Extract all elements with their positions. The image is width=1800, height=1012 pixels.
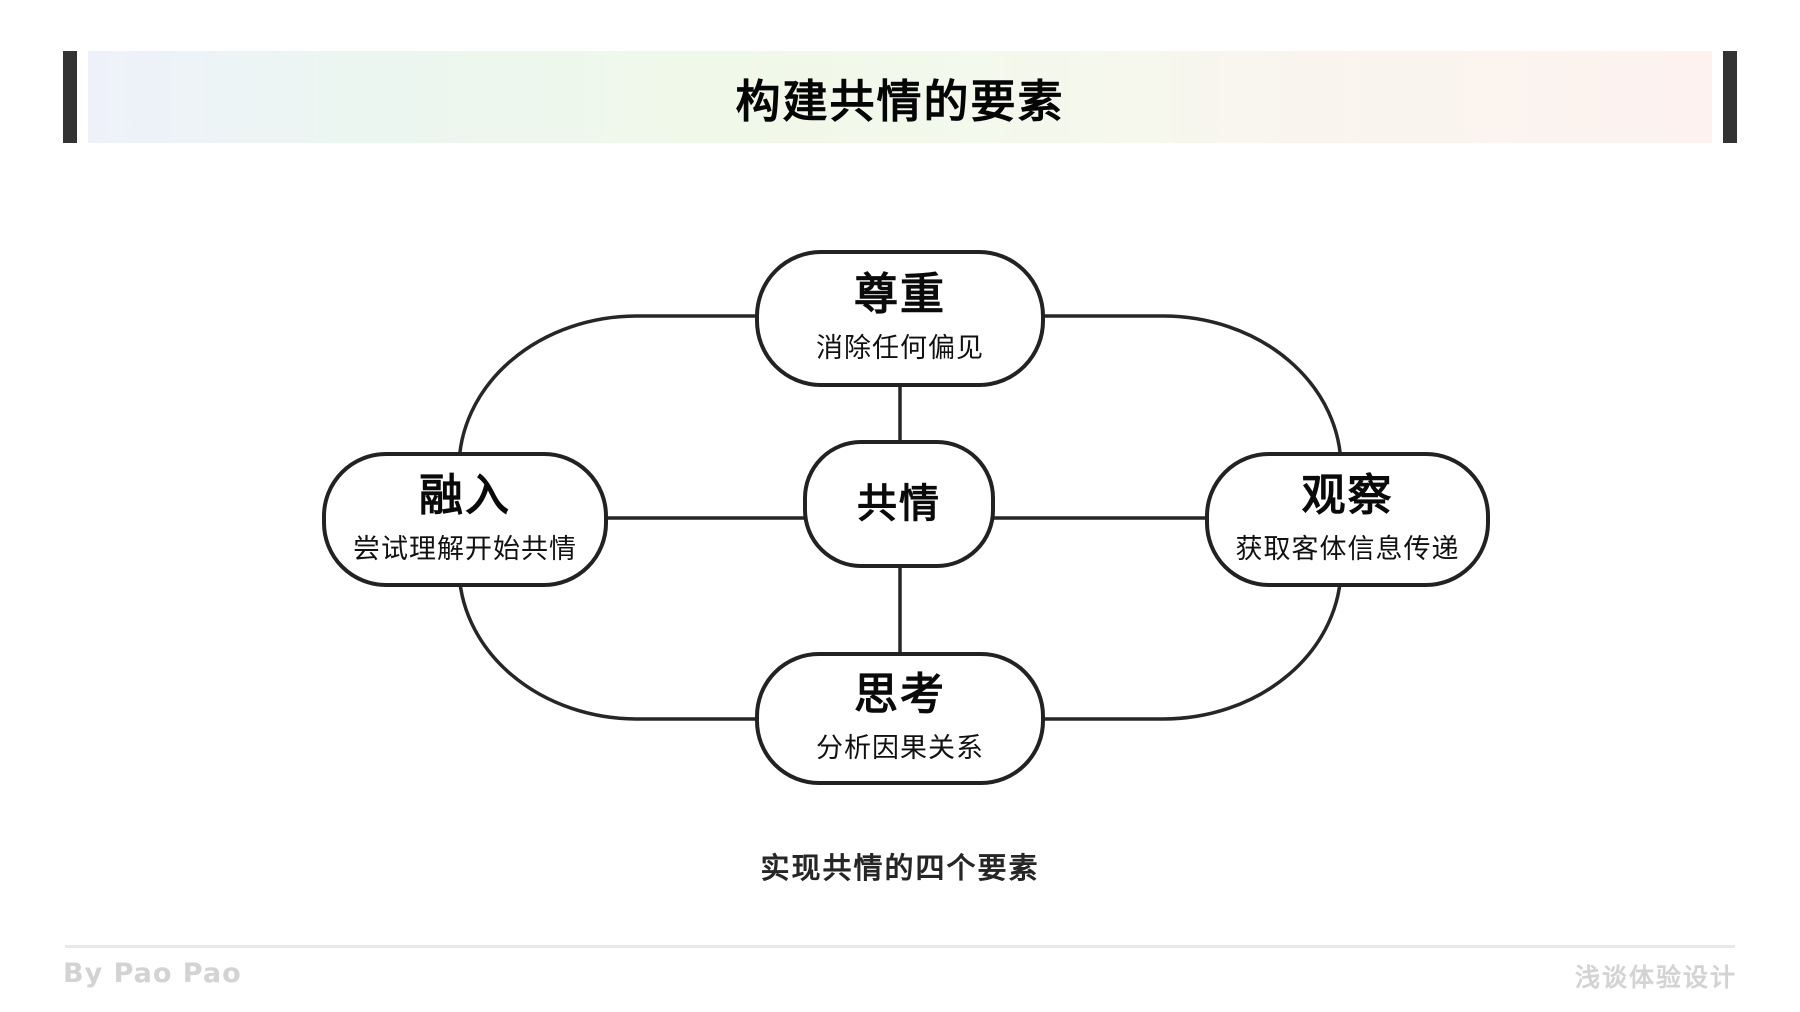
node-respect-subtitle: 消除任何偏见 bbox=[816, 332, 984, 364]
node-think-subtitle: 分析因果关系 bbox=[816, 732, 984, 764]
footer-brand: 浅谈体验设计 bbox=[1574, 963, 1737, 992]
node-empathy-title: 共情 bbox=[857, 481, 941, 527]
node-observe-subtitle: 获取客体信息传递 bbox=[1235, 533, 1460, 565]
node-integrate-subtitle: 尝试理解开始共情 bbox=[353, 533, 577, 565]
node-integrate[interactable]: 融入 尝试理解开始共情 bbox=[322, 452, 608, 587]
node-observe-title: 观察 bbox=[1301, 470, 1394, 522]
node-think[interactable]: 思考 分析因果关系 bbox=[755, 652, 1045, 785]
node-integrate-title: 融入 bbox=[419, 470, 511, 522]
node-respect[interactable]: 尊重 消除任何偏见 bbox=[755, 250, 1045, 387]
header-band: 构建共情的要素 bbox=[88, 51, 1712, 143]
footer-author: By Pao Pao bbox=[63, 958, 242, 989]
node-think-title: 思考 bbox=[854, 669, 946, 721]
diagram-caption: 实现共情的四个要素 bbox=[760, 851, 1040, 885]
node-empathy-center[interactable]: 共情 bbox=[803, 440, 995, 568]
node-respect-title: 尊重 bbox=[854, 269, 946, 321]
header-accent-bar-right bbox=[1723, 51, 1737, 143]
node-observe[interactable]: 观察 获取客体信息传递 bbox=[1205, 452, 1490, 587]
page-title: 构建共情的要素 bbox=[735, 74, 1065, 128]
footer-divider bbox=[65, 945, 1735, 948]
header-accent-bar-left bbox=[63, 51, 77, 143]
